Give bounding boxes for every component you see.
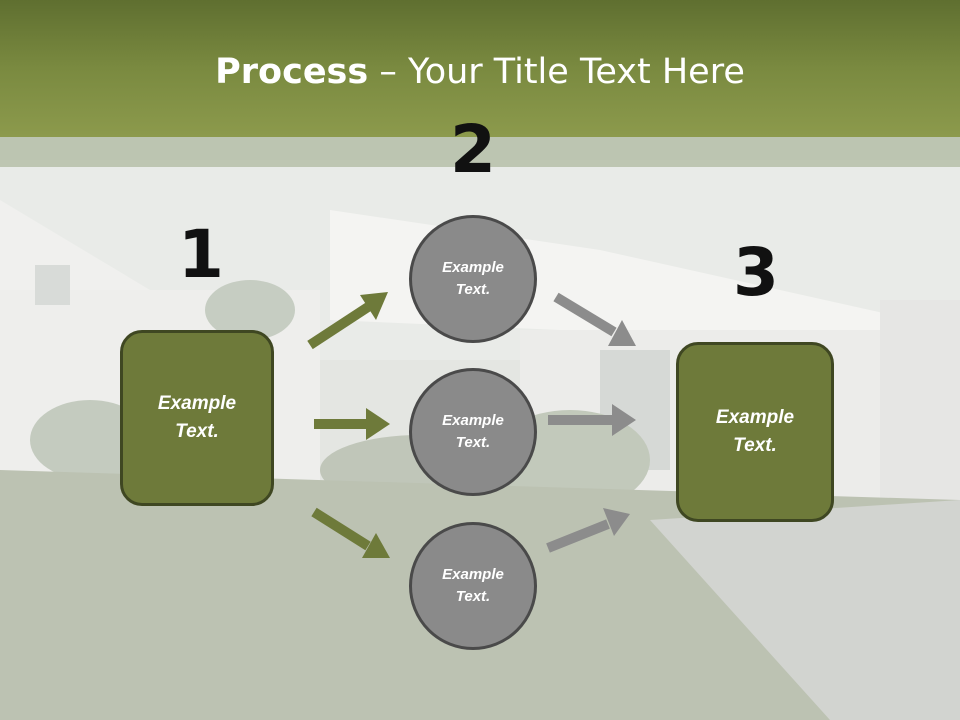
step-number-2: 2: [450, 111, 496, 188]
arrow-from-circle-3: [546, 508, 630, 553]
step-number-3: 3: [733, 234, 779, 311]
step-2-circle-1: Example Text.: [409, 215, 537, 343]
arrow-from-circle-1: [553, 292, 636, 346]
title-bold: Process: [215, 52, 369, 92]
arrow-to-circle-1: [307, 292, 388, 350]
step-number-1: 1: [178, 216, 224, 293]
step-3-box: Example Text.: [676, 342, 834, 522]
slide-title: Process – Your Title Text Here: [0, 52, 960, 92]
circle-2-text: Example Text.: [442, 411, 504, 452]
arrow-to-circle-2: [314, 408, 390, 440]
step-2-circle-3: Example Text.: [409, 522, 537, 650]
arrow-from-circle-2: [548, 404, 636, 436]
circle-1-text: Example Text.: [442, 258, 504, 299]
arrow-to-circle-3: [311, 507, 390, 558]
step-1-box: Example Text.: [120, 330, 274, 506]
step-3-text: Example Text.: [715, 406, 795, 457]
step-1-text: Example Text.: [157, 392, 237, 443]
title-bar: [0, 0, 960, 137]
circle-3-text: Example Text.: [442, 565, 504, 606]
title-strip: [0, 137, 960, 167]
title-rest: – Your Title Text Here: [368, 52, 745, 92]
step-2-circle-2: Example Text.: [409, 368, 537, 496]
